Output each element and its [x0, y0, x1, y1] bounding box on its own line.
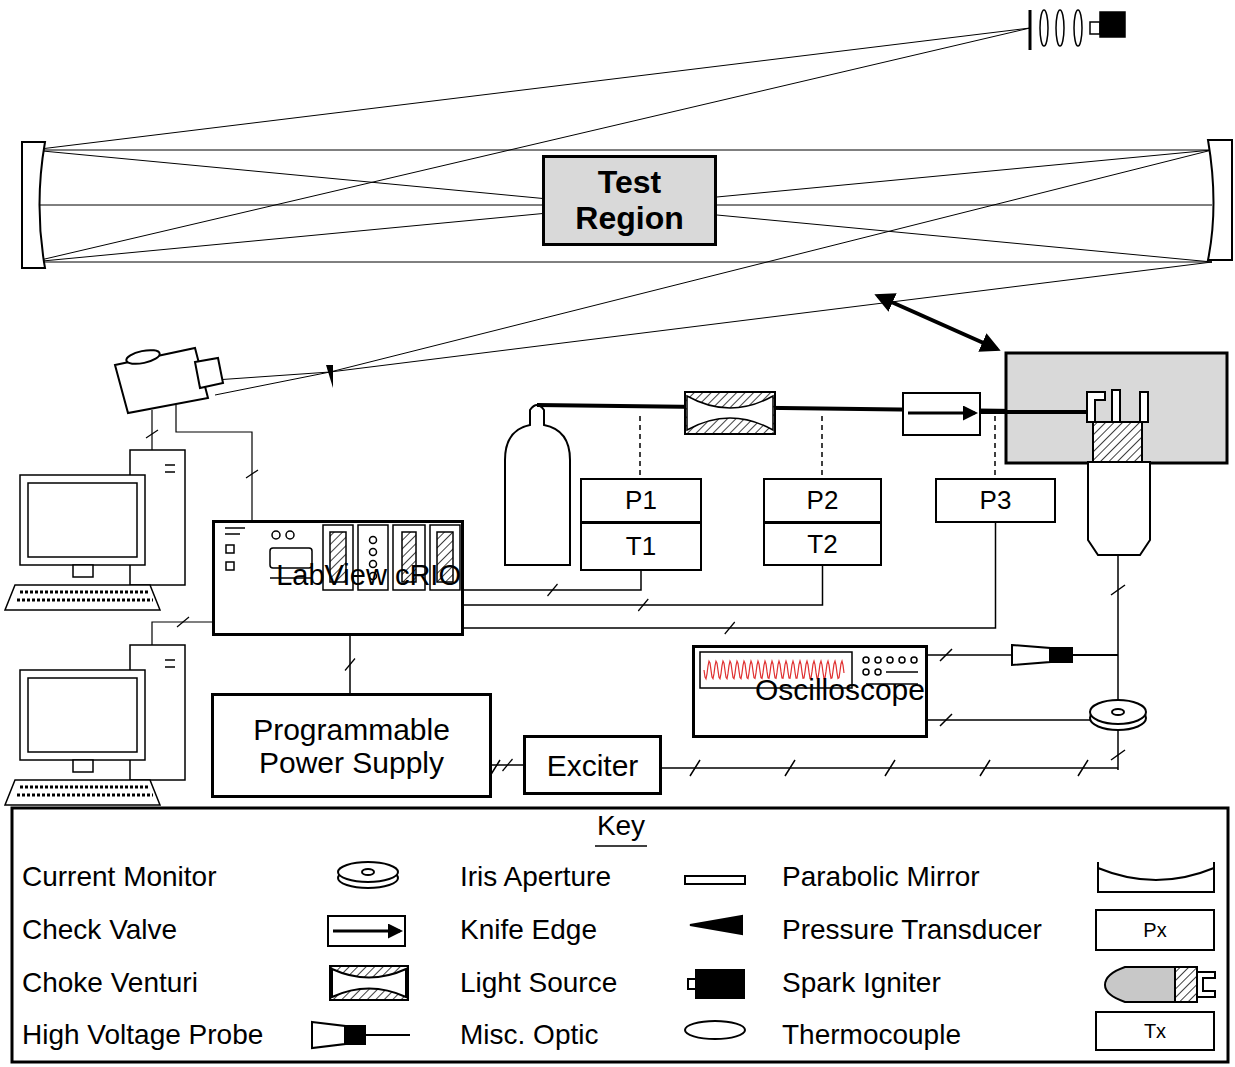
transducer-symbol-text: Px — [1143, 919, 1166, 942]
temperature-box: T2 — [763, 522, 882, 566]
legend-entry: Parabolic Mirror — [782, 861, 980, 893]
thermocouple-symbol-text: Tx — [1144, 1020, 1166, 1043]
legend-entry: Check Valve — [22, 914, 177, 946]
node-text: Exciter — [547, 749, 639, 782]
legend-entry: Light Source — [460, 967, 617, 999]
exciter-box: Exciter — [523, 735, 662, 795]
legend-entry: Thermocouple — [782, 1019, 961, 1051]
pressure-box: P1 — [580, 478, 702, 523]
legend-entry: Pressure Transducer — [782, 914, 1042, 946]
node-text: P1 — [625, 486, 657, 515]
crio-box: LabView cRIO — [212, 520, 464, 636]
node-text: LabView cRIO — [276, 560, 461, 592]
wire-tick — [548, 584, 558, 596]
legend-entry: Choke Venturi — [22, 967, 198, 999]
node-text: P3 — [980, 486, 1012, 515]
legend-entry: Spark Igniter — [782, 967, 941, 999]
wire-tick — [638, 599, 648, 611]
node-text: Programmable Power Supply — [214, 713, 489, 779]
node-text: T1 — [626, 532, 656, 561]
wire-tick — [503, 759, 513, 771]
wire-tick — [345, 659, 355, 671]
legend-entry: Knife Edge — [460, 914, 597, 946]
test-region-box: Test Region — [542, 155, 717, 246]
signal-wire — [464, 523, 996, 628]
signal-wire — [464, 566, 823, 605]
legend-entry: Iris Aperture — [460, 861, 611, 893]
legend-entry: Current Monitor — [22, 861, 217, 893]
node-text: Oscilloscope — [755, 673, 925, 706]
node-text: T2 — [807, 530, 837, 559]
pressure-box: P2 — [763, 478, 882, 523]
legend-title: Key — [597, 810, 645, 842]
pressure-box: P3 — [935, 478, 1056, 523]
signal-wire — [464, 571, 641, 590]
node-text: P2 — [807, 486, 839, 515]
power-supply-box: Programmable Power Supply — [211, 693, 492, 798]
legend-entry: Misc. Optic — [460, 1019, 598, 1051]
oscilloscope-box: Oscilloscope — [692, 645, 928, 738]
temperature-box: T1 — [580, 522, 702, 571]
legend-entry: High Voltage Probe — [22, 1019, 263, 1051]
wire-tick — [725, 622, 735, 634]
node-text: Test Region — [545, 165, 714, 235]
